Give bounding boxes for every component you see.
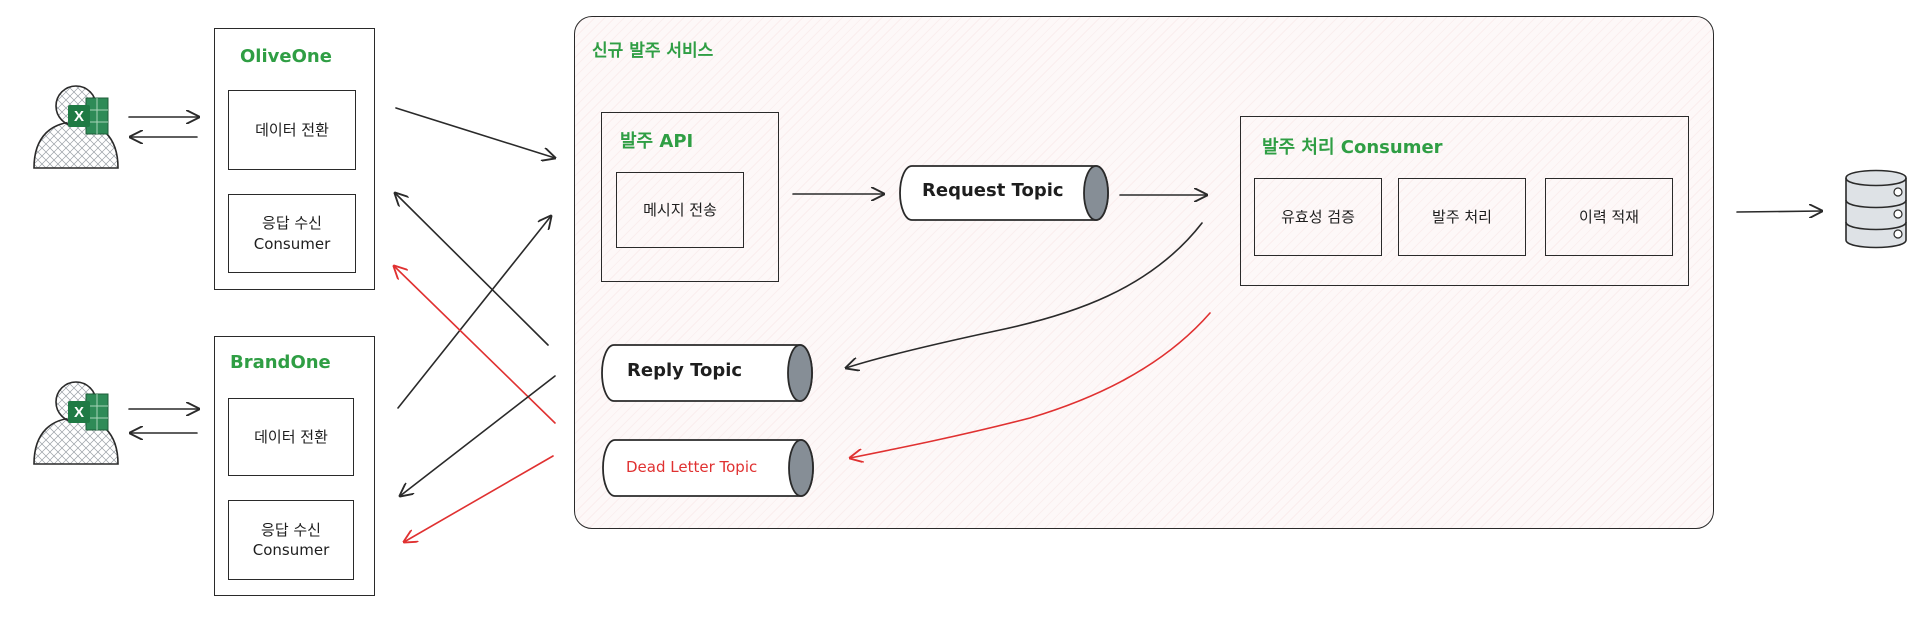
message-send-box bbox=[616, 172, 744, 248]
oliveone-data-convert-label: 데이터 전환 bbox=[255, 120, 329, 139]
brandone-data-convert-box bbox=[228, 398, 354, 476]
svg-text:X: X bbox=[74, 404, 84, 421]
client-oliveone-box bbox=[214, 28, 375, 290]
arrow-oliveone-to-service bbox=[395, 107, 555, 158]
order-api-title: 발주 API bbox=[620, 131, 694, 152]
database-icon bbox=[1845, 169, 1907, 249]
user-excel-icon: X bbox=[33, 85, 119, 169]
oliveone-data-convert-box bbox=[228, 90, 356, 170]
arrow-consumer-to-reply-topic bbox=[846, 222, 1203, 368]
brandone-data-convert-label: 데이터 전환 bbox=[254, 427, 328, 446]
message-send-label: 메시지 전송 bbox=[643, 200, 717, 219]
brandone-reply-consumer-label: 응답 수신 Consumer bbox=[252, 520, 330, 559]
reply-topic-cylinder bbox=[601, 344, 813, 402]
arrow-consumer-to-database bbox=[1736, 211, 1822, 212]
history-load-box bbox=[1545, 178, 1673, 256]
oliveone-reply-consumer-box bbox=[228, 194, 356, 273]
order-api-box bbox=[601, 112, 779, 282]
order-consumer-title: 발주 처리 Consumer bbox=[1262, 137, 1443, 158]
dead-letter-topic-cylinder bbox=[602, 439, 814, 497]
dead-letter-topic-label: Dead Letter Topic bbox=[626, 458, 758, 476]
arrow-service-to-oliveone-red bbox=[394, 266, 556, 424]
validation-label: 유효성 검증 bbox=[1281, 207, 1355, 226]
client-brandone-box bbox=[214, 336, 375, 596]
validation-box bbox=[1254, 178, 1382, 256]
history-load-label: 이력 적재 bbox=[1579, 207, 1639, 226]
arrow-brandone-to-service bbox=[397, 216, 551, 409]
client-brandone-title: BrandOne bbox=[230, 352, 331, 373]
order-consumer-box bbox=[1240, 116, 1689, 286]
svg-text:X: X bbox=[74, 108, 84, 125]
service-title: 신규 발주 서비스 bbox=[592, 41, 714, 61]
arrow-service-to-brandone bbox=[400, 375, 556, 496]
arrow-service-to-brandone-red bbox=[404, 455, 554, 542]
order-processing-box bbox=[1398, 178, 1526, 256]
request-topic-cylinder bbox=[899, 165, 1109, 221]
order-processing-label: 발주 처리 bbox=[1432, 207, 1492, 226]
arrow-service-to-oliveone bbox=[395, 193, 549, 346]
user-excel-icon: X bbox=[33, 381, 119, 465]
reply-topic-label: Reply Topic bbox=[627, 360, 743, 381]
arrow-consumer-to-dead-letter-topic bbox=[850, 312, 1211, 458]
client-oliveone-title: OliveOne bbox=[240, 46, 332, 67]
brandone-reply-consumer-box bbox=[228, 500, 354, 580]
oliveone-reply-consumer-label: 응답 수신 Consumer bbox=[253, 214, 331, 253]
request-topic-label: Request Topic bbox=[922, 180, 1064, 201]
